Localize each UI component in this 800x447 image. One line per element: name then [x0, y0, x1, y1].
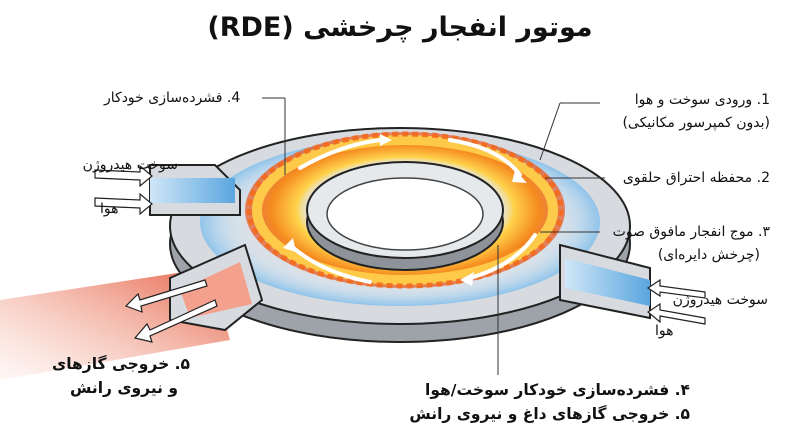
arrow-head	[380, 134, 392, 146]
label-air-left: هوا	[100, 201, 119, 217]
fuel-arrow-right	[646, 278, 706, 299]
label-fuel-right: سوخت هیدروژن	[672, 292, 768, 308]
label-inlet: 1. ورودی سوخت و هوا	[634, 92, 770, 108]
label-hot-exhaust-thrust: ۵. خروجی گازهای داغ و نیروی رانش	[409, 405, 690, 423]
arrow-head	[512, 170, 527, 183]
label-inlet-sub: (بدون کمپرسور مکانیکی)	[622, 115, 770, 131]
label-fuel-left: سوخت هیدروژن	[82, 157, 178, 173]
label-annular-chamber: 2. محفظه احتراق حلقوی	[622, 170, 770, 186]
air-arrow-left	[94, 192, 153, 216]
label-detonation-wave-sub: (چرخش دایره‌ای)	[657, 247, 760, 263]
exhaust-arrow	[124, 279, 208, 313]
exhaust-arrow	[133, 299, 218, 343]
label-auto-compression-top: 4. فشرده‌سازی خودکار	[104, 90, 241, 106]
diagram-title: موتور انفجار چرخشی (RDE)	[207, 12, 593, 43]
air-arrow-right	[646, 302, 706, 325]
arrow-head	[460, 272, 474, 286]
label-auto-compression-bottom: ۴. فشرده‌سازی خودکار سوخت/هوا	[425, 381, 690, 399]
label-detonation-wave: ۳. موج انفجار مافوق صوت	[612, 224, 770, 240]
arrow-head	[283, 238, 296, 252]
label-exhaust-line2: و نیروی رانش	[69, 379, 178, 397]
circulation-arrows	[288, 138, 537, 284]
label-air-right: هوا	[655, 323, 674, 339]
label-exhaust-line1: ۵. خروجی گازهای	[52, 355, 190, 373]
fuel-arrow-left	[94, 164, 153, 188]
